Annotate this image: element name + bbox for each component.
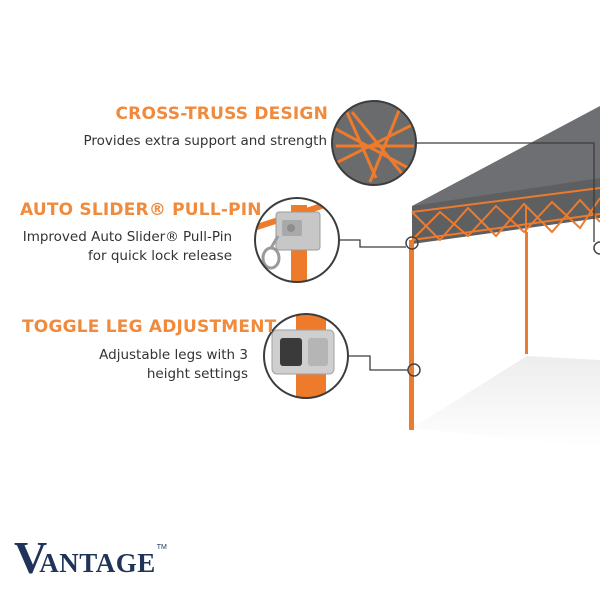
feature-desc-line: Adjustable legs with 3: [99, 347, 248, 363]
pull-pin-icon: [254, 197, 340, 283]
feature-title-pull-pin: AUTO SLIDER® PULL-PIN: [20, 200, 262, 220]
feature-desc-toggle-leg: Adjustable legs with 3 height settings: [99, 346, 248, 384]
feature-desc-pull-pin: Improved Auto Slider® Pull-Pin for quick…: [23, 228, 232, 266]
front-leg: [409, 240, 414, 430]
leader-lines: [338, 142, 595, 371]
marker-ring-truss: [593, 241, 600, 255]
feature-desc-line: Provides extra support and strength: [83, 133, 328, 149]
vantage-logo: V ANTAGE TM: [14, 532, 167, 583]
feature-title-toggle-leg: TOGGLE LEG ADJUSTMENT: [22, 317, 277, 337]
truss-frame: [411, 187, 600, 242]
back-leg: [525, 232, 528, 354]
logo-wordmark: ANTAGE: [39, 548, 156, 578]
floor-shadow: [412, 356, 600, 448]
feature-desc-line: height settings: [146, 366, 248, 382]
feature-desc-cross-truss: Provides extra support and strength: [84, 132, 328, 151]
feature-desc-line: for quick lock release: [87, 248, 232, 264]
marker-ring-pin: [405, 236, 419, 250]
cross-truss-icon: [331, 100, 417, 186]
logo-initial: V: [14, 532, 47, 583]
toggle-leg-icon: [263, 313, 349, 399]
logo-trademark: TM: [156, 544, 167, 551]
feature-title-cross-truss: CROSS-TRUSS DESIGN: [115, 104, 328, 124]
feature-desc-line: Improved Auto Slider® Pull-Pin: [22, 229, 232, 245]
